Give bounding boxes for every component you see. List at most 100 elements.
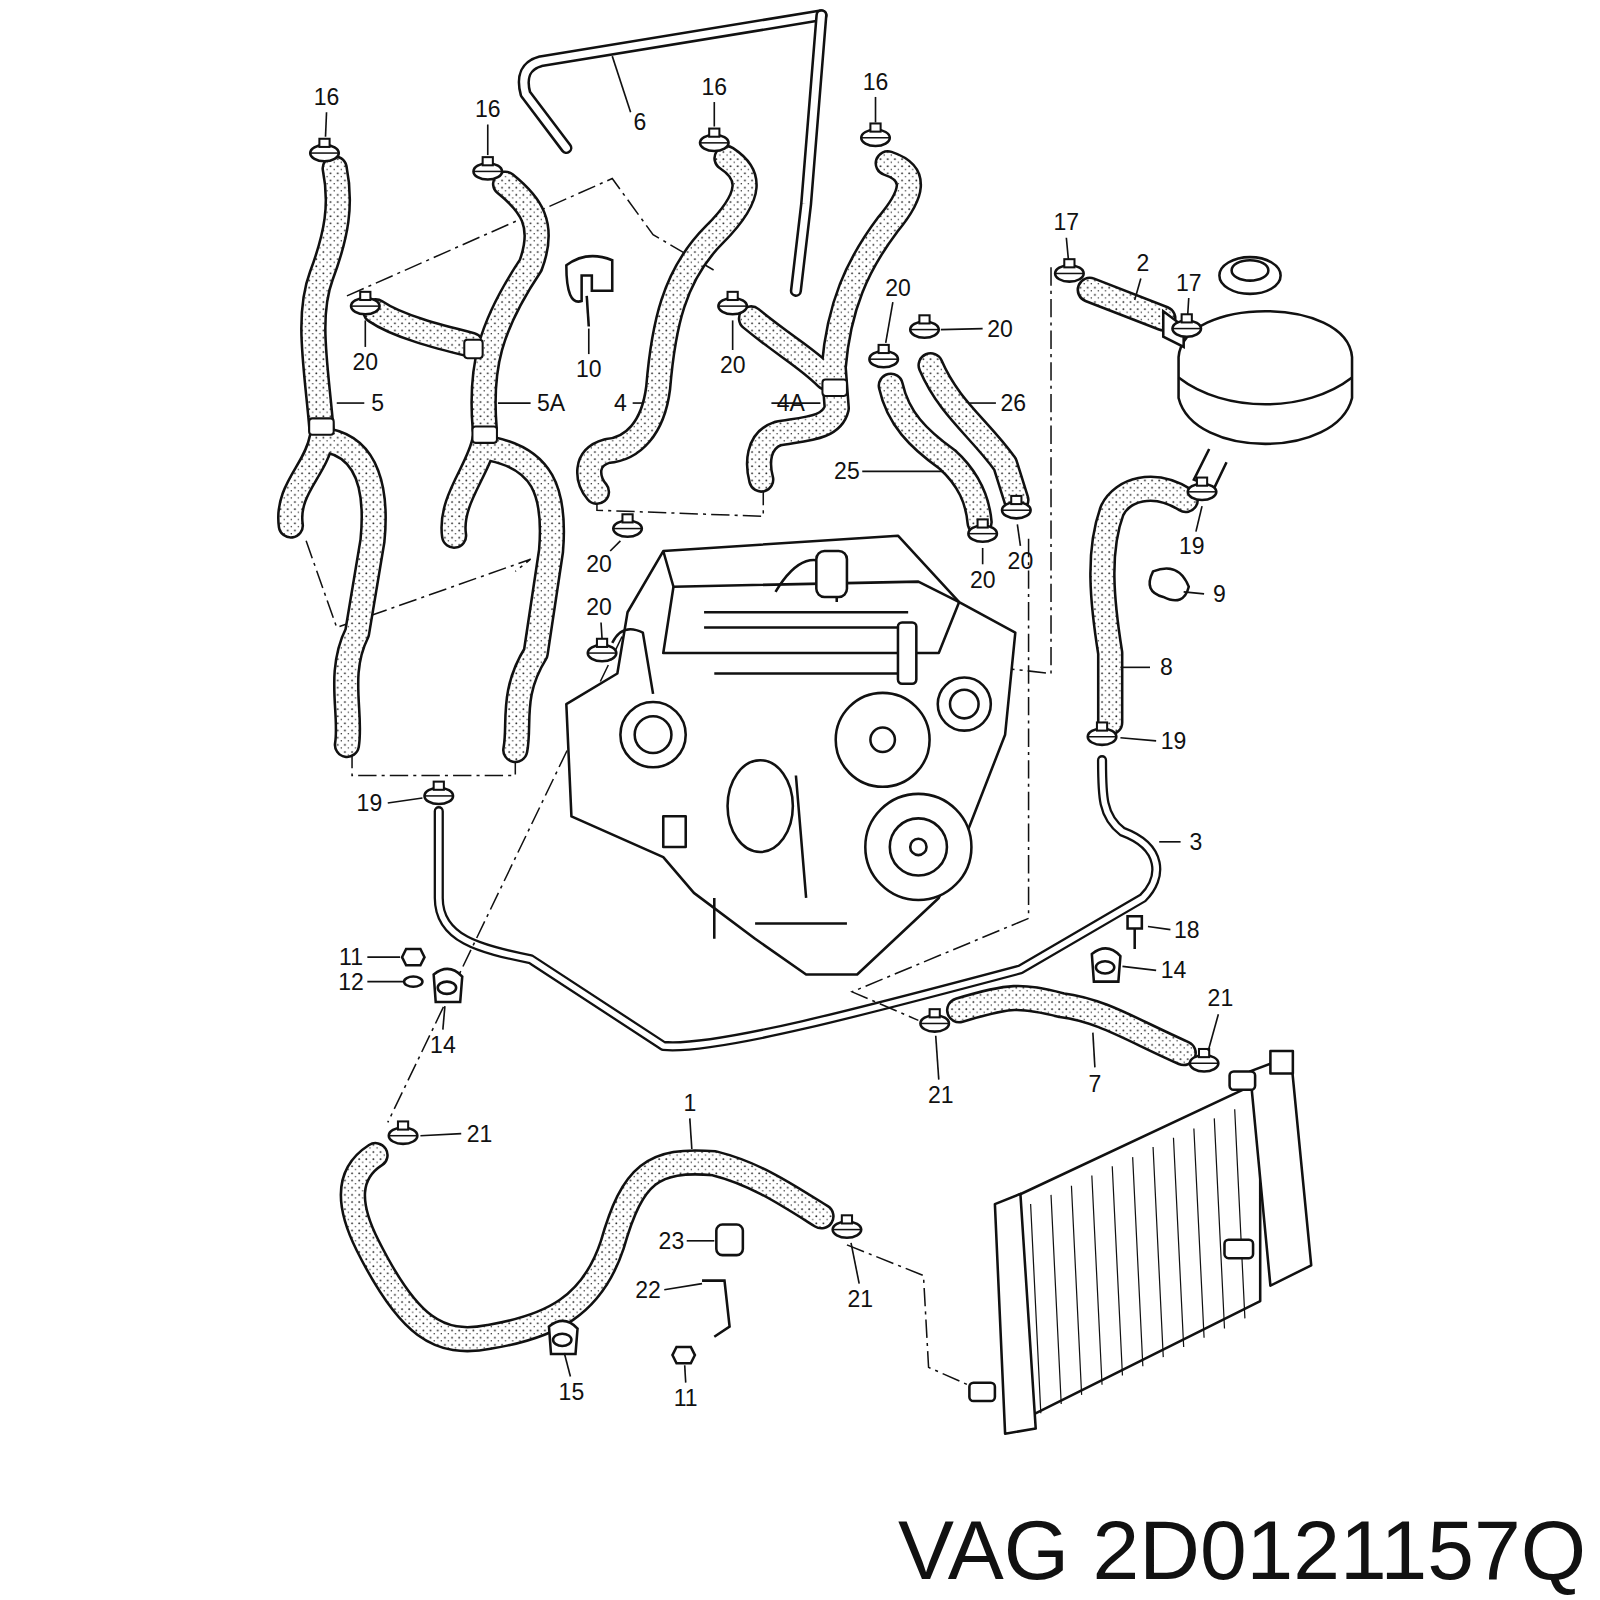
leader-line bbox=[1017, 524, 1020, 545]
leader-line bbox=[685, 1365, 686, 1382]
leader-line bbox=[875, 97, 877, 123]
coolant-hose bbox=[1090, 290, 1163, 319]
callout-number: 20 bbox=[584, 595, 614, 620]
coolant-hose bbox=[589, 158, 744, 492]
engine-block bbox=[663, 816, 685, 847]
coolant-hose bbox=[1102, 489, 1185, 723]
leader-line bbox=[941, 329, 983, 330]
coolant-hose bbox=[759, 163, 909, 479]
coolant-hose bbox=[589, 158, 744, 492]
expansion-tank bbox=[1232, 260, 1269, 280]
leader-line bbox=[633, 402, 643, 404]
callout-number: 25 bbox=[832, 459, 862, 484]
engine-block bbox=[566, 536, 1015, 975]
hose-clamp bbox=[351, 292, 380, 314]
coolant-hose bbox=[329, 441, 374, 745]
callout-number: 23 bbox=[657, 1228, 687, 1253]
leader-line bbox=[498, 402, 531, 404]
coolant-hose bbox=[290, 439, 321, 526]
callout-number: 8 bbox=[1158, 655, 1175, 680]
leader-line bbox=[690, 1118, 692, 1149]
fixing-part bbox=[553, 1334, 571, 1346]
callout-number: 3 bbox=[1187, 829, 1204, 854]
engine-block bbox=[663, 551, 959, 602]
fixing-part bbox=[549, 1321, 578, 1354]
hose-clamp bbox=[700, 129, 729, 151]
coolant-hose bbox=[492, 449, 552, 750]
engine-block bbox=[938, 678, 991, 731]
leader-line bbox=[487, 124, 489, 155]
callout-number: 19 bbox=[355, 791, 385, 816]
coolant-hose bbox=[313, 168, 338, 428]
fixing-part bbox=[672, 1347, 694, 1363]
coolant-hose bbox=[290, 439, 321, 526]
leader-line bbox=[982, 548, 984, 564]
callout-number: 2 bbox=[1134, 251, 1151, 276]
callout-number: 12 bbox=[336, 969, 366, 994]
callout-number: 9 bbox=[1211, 581, 1228, 606]
part-number: VAG 2D0121157Q bbox=[898, 1508, 1586, 1592]
fixing-part bbox=[716, 1224, 743, 1255]
callout-number: 16 bbox=[700, 74, 730, 99]
coolant-hose bbox=[472, 427, 496, 443]
coolant-hose bbox=[290, 158, 1185, 1339]
fixing-part bbox=[402, 256, 1189, 1363]
callout-number: 6 bbox=[631, 110, 648, 135]
radiator bbox=[1010, 1082, 1260, 1419]
radiator bbox=[1270, 1051, 1292, 1073]
engine-block bbox=[950, 690, 979, 719]
callout-number: 16 bbox=[861, 69, 891, 94]
coolant-hose bbox=[464, 340, 482, 358]
leader-line bbox=[1120, 667, 1150, 669]
expansion-tank bbox=[1219, 257, 1280, 294]
callout-number: 5A bbox=[535, 391, 567, 416]
leader-line bbox=[687, 1240, 715, 1242]
hose-clamp bbox=[424, 782, 453, 804]
engine-block bbox=[898, 622, 916, 683]
leader-line bbox=[326, 56, 1219, 1383]
coolant-hose bbox=[454, 439, 485, 536]
leader-line bbox=[732, 320, 734, 350]
callout-number: 20 bbox=[883, 275, 913, 300]
callout-number: 1 bbox=[681, 1091, 698, 1116]
callout-number: 19 bbox=[1159, 728, 1189, 753]
coolant-hose bbox=[376, 311, 472, 345]
radiator bbox=[1250, 1056, 1311, 1286]
callout-number: 16 bbox=[473, 97, 503, 122]
leader-line bbox=[1208, 1014, 1218, 1051]
rigid-pipe bbox=[796, 15, 822, 291]
radiator bbox=[969, 1051, 1311, 1434]
callout-number: 20 bbox=[1006, 549, 1036, 574]
coolant-hose bbox=[309, 340, 847, 443]
callout-number: 17 bbox=[1174, 270, 1204, 295]
coolant-hose bbox=[483, 184, 536, 429]
fixing-part bbox=[1128, 916, 1142, 949]
leader-line bbox=[420, 1134, 461, 1136]
coolant-hose bbox=[483, 184, 536, 429]
callout-number: 11 bbox=[672, 1386, 700, 1411]
callout-number: 26 bbox=[999, 391, 1029, 416]
hose-clamp bbox=[1172, 314, 1201, 336]
callout-number: 20 bbox=[351, 350, 381, 375]
engine-block bbox=[836, 693, 930, 787]
coolant-hose bbox=[492, 449, 552, 750]
assembly-line bbox=[306, 541, 530, 628]
radiator bbox=[995, 1194, 1036, 1434]
leader-line bbox=[1120, 738, 1156, 741]
leader-line bbox=[1135, 279, 1141, 300]
expansion-tank bbox=[1179, 378, 1352, 405]
radiator bbox=[1224, 1240, 1253, 1258]
hose-clamp bbox=[389, 1121, 418, 1143]
callout-number: 21 bbox=[926, 1082, 956, 1107]
callout-number: 4A bbox=[775, 391, 807, 416]
assembly-line bbox=[597, 485, 763, 517]
callout-number: 11 bbox=[337, 945, 365, 970]
leader-line bbox=[326, 112, 327, 136]
expansion-tank bbox=[1179, 311, 1352, 444]
leader-line bbox=[969, 402, 996, 404]
fixing-part bbox=[434, 969, 463, 1002]
coolant-hose bbox=[290, 158, 1185, 1339]
callout-number: 20 bbox=[584, 552, 614, 577]
